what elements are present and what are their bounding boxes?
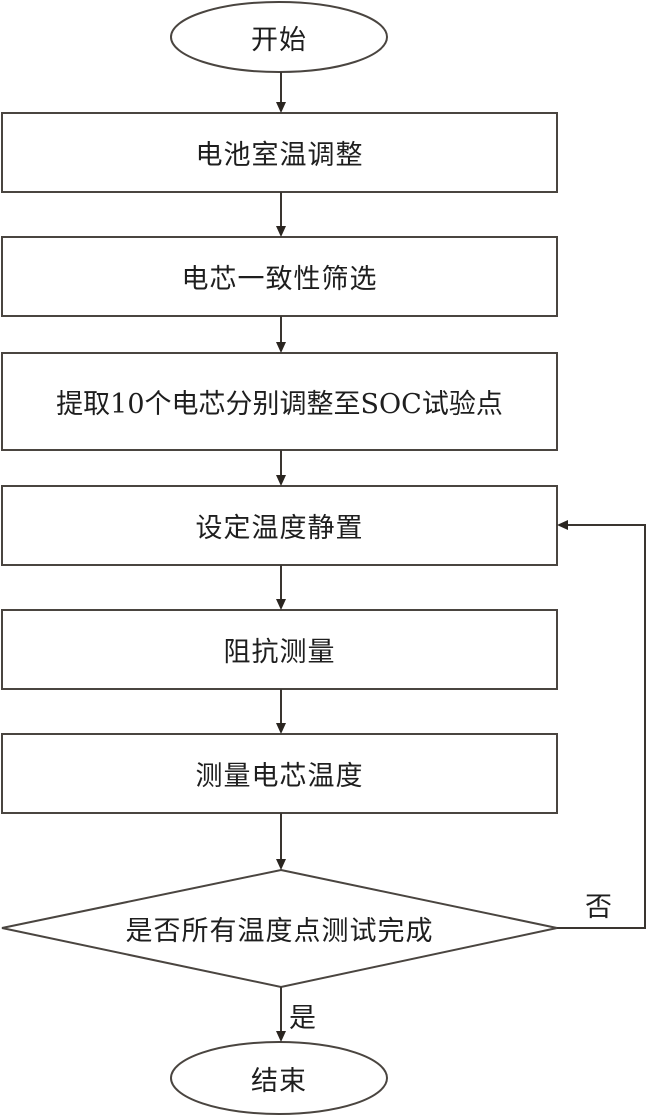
connector-1-to-2 xyxy=(276,192,286,237)
process-box-5 xyxy=(1,609,558,690)
start-terminal xyxy=(170,1,388,73)
process-box-6 xyxy=(1,733,558,814)
start-label: 开始 xyxy=(251,24,307,56)
step2-label: 电芯一致性筛选 xyxy=(181,264,378,295)
feedback-loop-connector xyxy=(557,520,646,929)
step5-label: 阻抗测量 xyxy=(223,637,336,668)
decision-label: 是否所有温度点测试完成 xyxy=(125,915,434,947)
end-label: 结束 xyxy=(251,1065,307,1097)
connector-5-to-6 xyxy=(276,689,286,734)
step6-label: 测量电芯温度 xyxy=(195,761,364,792)
edge-label-yes: 是 xyxy=(289,1003,316,1034)
end-terminal xyxy=(170,1041,388,1115)
connector-3-to-4 xyxy=(276,450,286,486)
step3-label: 提取10个电芯分别调整至SOC试验点 xyxy=(56,389,503,420)
step1-label: 电池室温调整 xyxy=(195,140,364,171)
connector-decision-to-end xyxy=(276,987,286,1042)
connector-6-to-decision xyxy=(276,813,286,870)
connector-2-to-3 xyxy=(276,316,286,353)
connector-4-to-5 xyxy=(276,565,286,610)
process-box-1 xyxy=(1,112,558,193)
edge-label-no: 否 xyxy=(585,892,612,923)
process-box-4 xyxy=(1,485,558,566)
step4-label: 设定温度静置 xyxy=(195,513,364,544)
connector-start-to-1 xyxy=(276,72,286,113)
process-box-3 xyxy=(1,352,558,451)
process-box-2 xyxy=(1,236,558,317)
